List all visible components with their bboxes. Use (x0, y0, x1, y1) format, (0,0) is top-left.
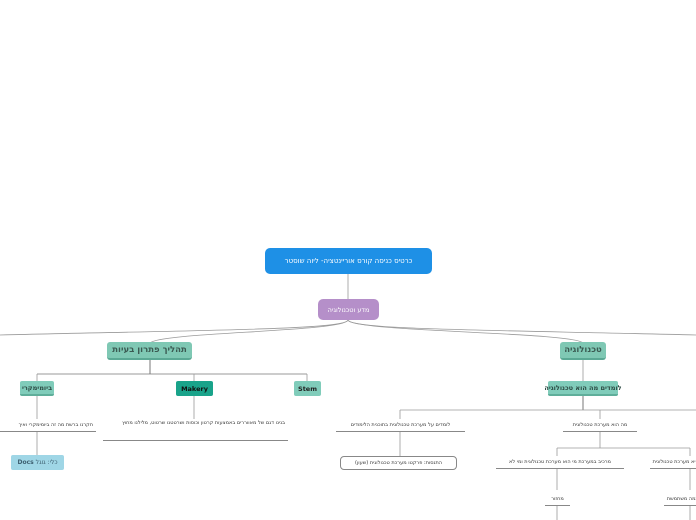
docs-prefix: כלי: גוגל (35, 459, 58, 466)
topic-makery[interactable]: Makery (176, 381, 213, 396)
topic-stem[interactable]: Stem (294, 381, 321, 396)
leaf-system-or-not[interactable]: מרכיב במערכת מי הוא מערכת טכנולוגית ומי … (496, 456, 624, 469)
google-docs-tool[interactable]: כלי: גוגל Docs (11, 455, 64, 470)
leaf-user-trend[interactable]: מגמה משתמשת (664, 493, 696, 506)
leaf-tech-system-curriculum[interactable]: לומדים על מערכת טכנולוגית בתוכנית הלימוד… (336, 419, 465, 432)
biomimicry-description[interactable]: חקרנו ברשת מה זה ביומימקרי ואיך (0, 419, 96, 432)
branch-problem-solving[interactable]: תהליך פתרון בעיות (107, 342, 192, 360)
leaf-what-is-system[interactable]: מה היא מערכת טכנולוגית (650, 456, 696, 469)
branch-technology[interactable]: טכנולוגיה (560, 342, 606, 360)
leaf-cycle[interactable]: מחזור (545, 493, 570, 506)
main-topic-node[interactable]: מדע וטכנולוגיה (318, 299, 379, 320)
topic-biomimicry[interactable]: ביומימקרי (20, 381, 54, 396)
makery-description[interactable]: בנינו דגם של מאווררים באמצעות קרטון וכוס… (103, 419, 288, 441)
docs-word: Docs (17, 459, 34, 466)
leaf-what-is-tech-system[interactable]: מה הוא מערכת טכנולוגית (563, 419, 637, 432)
topic-what-is-technology[interactable]: לומדים מה הוא טכנולוגיה (544, 381, 622, 396)
activity-clock-task[interactable]: התנסות: פרקטו מערכת טכנולוגית (שעון) (340, 456, 457, 470)
root-node[interactable]: כרטיס כניסה קורס אוריינטציה- ליוה שוסטר (265, 248, 432, 274)
